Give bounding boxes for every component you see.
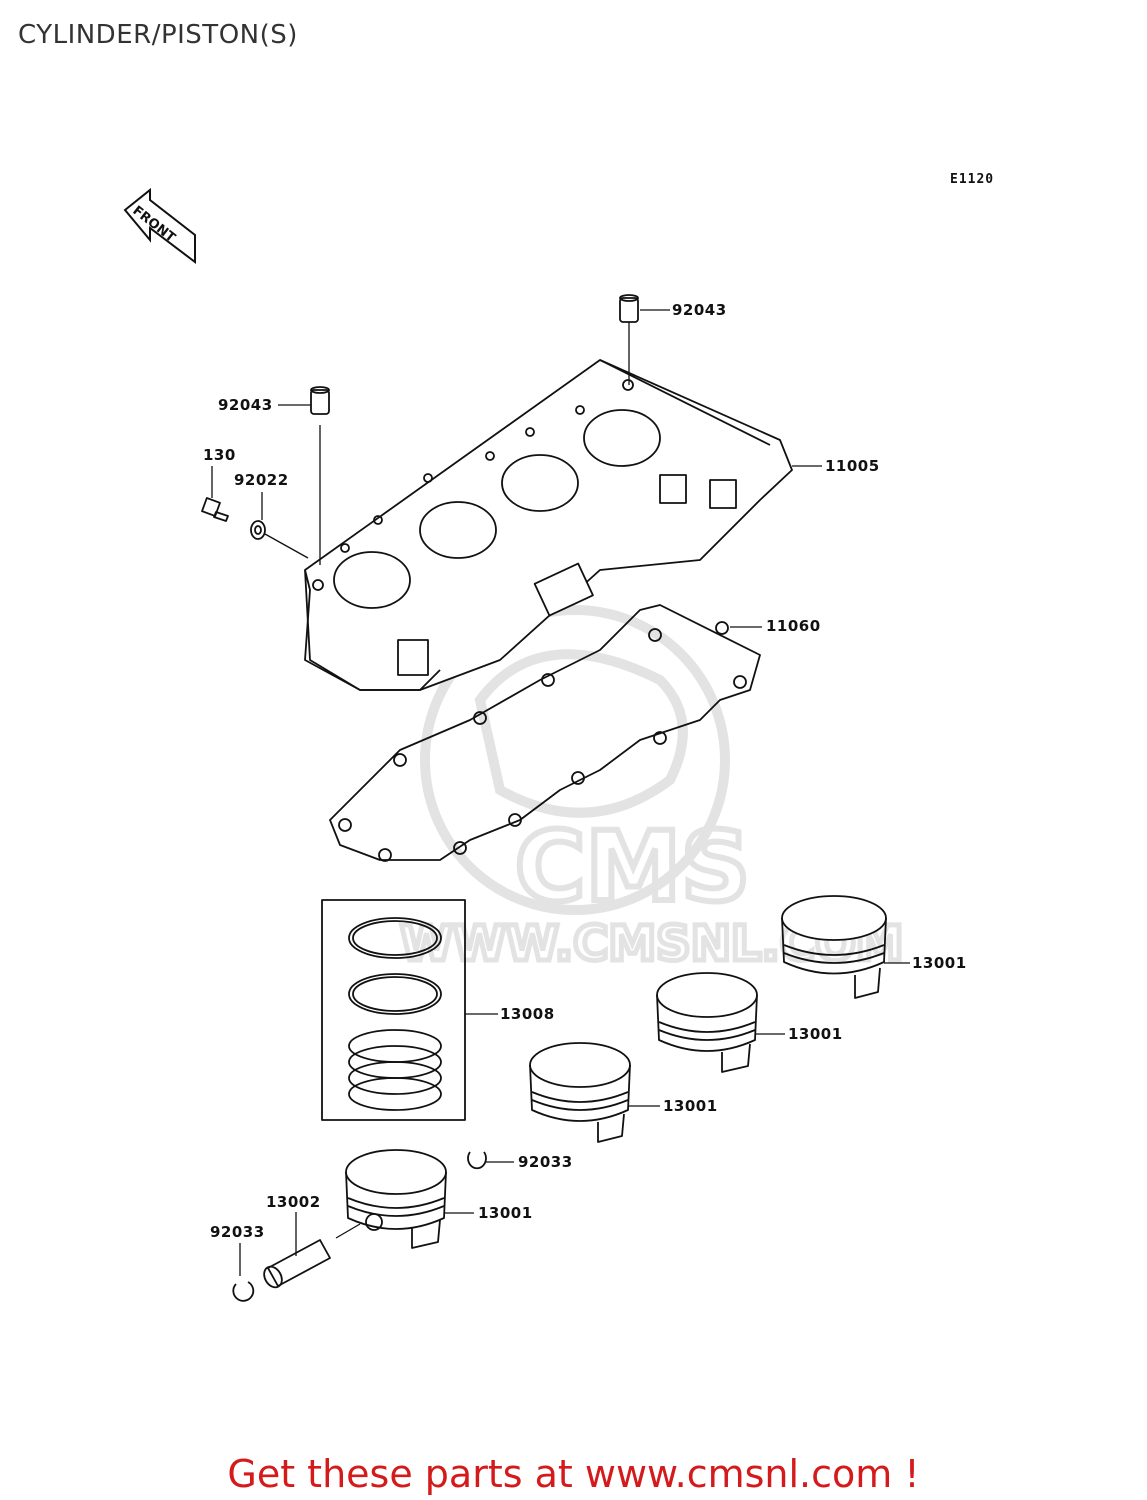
- piston-pin: [263, 1239, 331, 1289]
- part-label-13001-c: 13001: [663, 1097, 718, 1115]
- circlip-lower: [232, 1281, 255, 1302]
- part-label-13001-d: 13001: [478, 1204, 533, 1222]
- washer-92022: [250, 520, 266, 540]
- part-label-13001-a: 13001: [912, 954, 967, 972]
- cylinder-block: [304, 359, 793, 691]
- dowel-pin-left: [310, 386, 330, 415]
- part-label-92043-left: 92043: [218, 396, 273, 414]
- piston-4: [345, 1149, 447, 1249]
- piston-2: [656, 972, 758, 1073]
- part-label-13001-b: 13001: [788, 1025, 843, 1043]
- bolt-130: [201, 497, 229, 522]
- leader-lines: [211, 309, 910, 1276]
- part-label-92043-top: 92043: [672, 301, 727, 319]
- part-label-11060: 11060: [766, 617, 821, 635]
- piston-1: [781, 895, 887, 999]
- part-label-92033-upper: 92033: [518, 1153, 573, 1171]
- circlip-upper: [467, 1151, 487, 1170]
- footer-cta-link[interactable]: Get these parts at www.cmsnl.com !: [227, 1452, 920, 1496]
- front-arrow-icon: FRONT: [123, 187, 196, 265]
- diagram-code: E1120: [950, 172, 995, 187]
- page-title: CYLINDER/PISTON(S): [18, 20, 298, 50]
- part-label-11005: 11005: [825, 457, 880, 475]
- cylinder-gasket: [329, 604, 761, 862]
- part-label-13008: 13008: [500, 1005, 555, 1023]
- cms-watermark: CMS WWW.CMSNL.COM: [398, 605, 906, 975]
- part-label-92022: 92022: [234, 471, 289, 489]
- part-label-13002: 13002: [266, 1193, 321, 1211]
- part-label-130: 130: [203, 446, 236, 464]
- watermark-logo-text: CMS: [515, 811, 750, 923]
- piston-3: [529, 1042, 631, 1143]
- part-label-92033-lower: 92033: [210, 1223, 265, 1241]
- dowel-pin-top: [619, 294, 639, 323]
- piston-ring-set: [321, 899, 466, 1121]
